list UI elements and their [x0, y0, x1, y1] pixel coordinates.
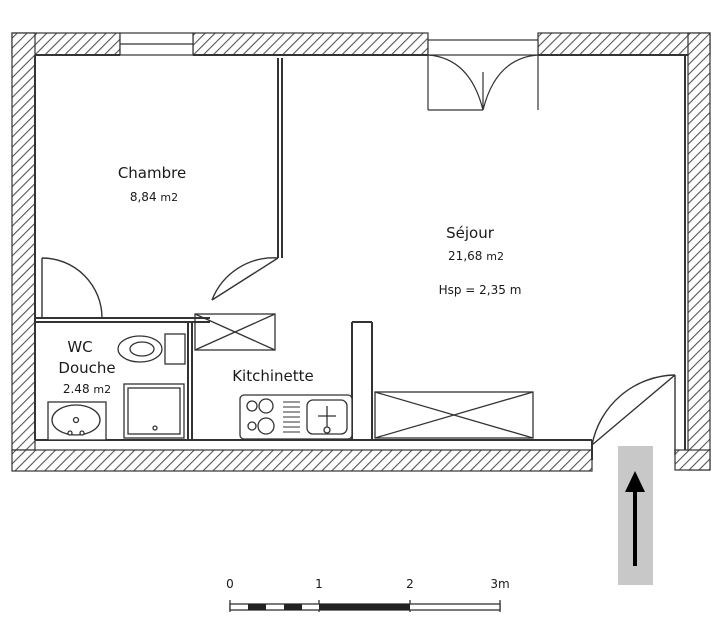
wall-right: [687, 32, 711, 471]
scale-tick-2: 2: [406, 577, 414, 591]
wall-left: [11, 32, 36, 451]
cupboards: [194, 313, 534, 439]
room-area-sejour: 21,68 m2: [448, 249, 504, 263]
door-bedroom: [211, 257, 279, 301]
door-entrance: [591, 374, 676, 446]
fixtures: [47, 333, 353, 441]
washbasin-icon: [47, 401, 107, 441]
room-name-douche: Douche: [58, 359, 115, 377]
window-bedroom: [119, 32, 194, 56]
ceiling-height-note: Hsp = 2,35 m: [439, 283, 522, 297]
up-arrow-icon: [625, 471, 645, 566]
wall-top-right: [537, 32, 711, 56]
scale-tick-3m: 3m: [490, 577, 509, 591]
wall-bottom: [11, 449, 593, 472]
room-area-chambre: 8,84 m2: [130, 190, 178, 204]
kitchen-sink-icon: [306, 399, 348, 435]
room-name-kitchinette: Kitchinette: [232, 367, 314, 385]
room-area-wc-douche: 2.48 m2: [63, 382, 111, 396]
french-window-sejour: [427, 39, 539, 111]
cupboard-sejour: [374, 391, 534, 439]
scale-tick-1: 1: [315, 577, 323, 591]
cupboard-hall: [194, 313, 276, 351]
entrance-arrow: [618, 446, 653, 585]
shower-tray-icon: [123, 383, 185, 439]
wall-top-middle: [192, 32, 429, 56]
doors: [41, 257, 676, 455]
room-name-sejour: Séjour: [446, 224, 495, 242]
door-bathroom: [41, 257, 103, 319]
room-name-wc: WC: [67, 338, 92, 356]
toilet-icon: [117, 333, 186, 365]
room-name-chambre: Chambre: [118, 164, 186, 182]
wall-bottom-right-stub: [674, 449, 711, 471]
scale-bar: 0 1 2 3m: [226, 577, 510, 612]
exterior-walls: [11, 32, 711, 472]
scale-tick-0: 0: [226, 577, 234, 591]
room-labels: Chambre 8,84 m2 Séjour 21,68 m2 Hsp = 2,…: [58, 164, 521, 396]
